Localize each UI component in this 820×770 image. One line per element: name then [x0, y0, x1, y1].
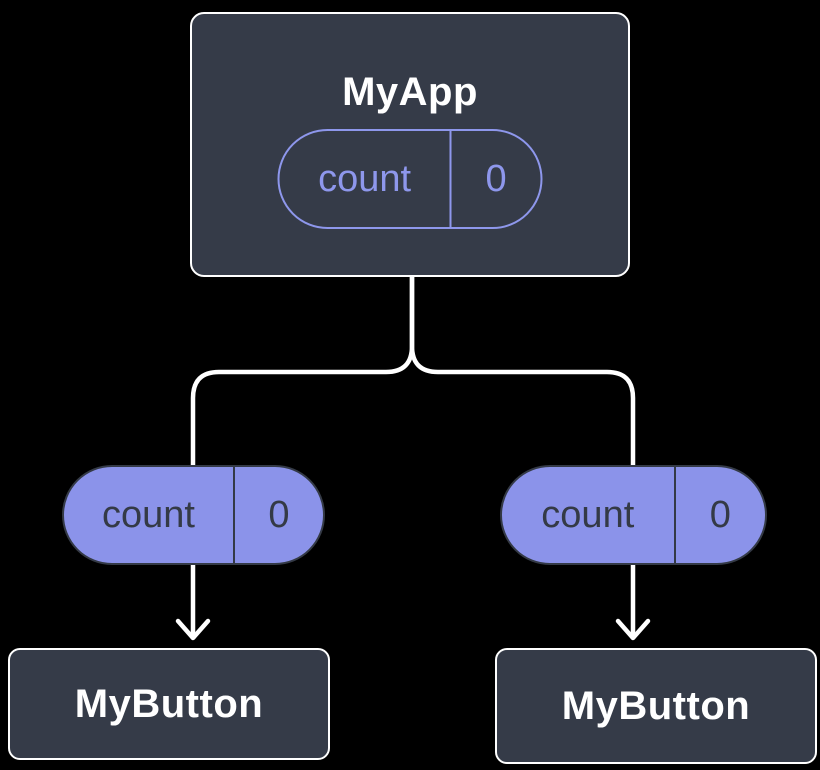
prop-pill-right: count 0 [500, 465, 767, 565]
prop-value-right: 0 [709, 494, 731, 536]
connector-branch-right [409, 274, 636, 640]
prop-pill-right-label-section: count [502, 467, 676, 563]
prop-pill-left: count 0 [62, 465, 325, 565]
state-value: 0 [485, 158, 507, 200]
component-title-mybutton-right: MyButton [561, 683, 751, 728]
state-pill-label-section: count [280, 131, 452, 227]
arrow-down-right-icon [615, 618, 651, 641]
component-title-myapp: MyApp [342, 70, 478, 114]
prop-pill-right-value-section: 0 [676, 467, 765, 563]
prop-value-left: 0 [268, 494, 290, 536]
component-node-myapp: MyApp count 0 [190, 12, 630, 277]
prop-pill-left-value-section: 0 [235, 467, 323, 563]
state-pill-value-section: 0 [452, 131, 541, 227]
arrow-down-left-icon [175, 618, 211, 641]
prop-label-left: count [101, 494, 195, 536]
connector-branch-left [190, 274, 415, 640]
state-label: count [318, 158, 412, 200]
prop-label-right: count [541, 494, 635, 536]
component-node-mybutton-right: MyButton [495, 648, 817, 764]
state-pill: count 0 [277, 129, 543, 229]
component-node-mybutton-left: MyButton [8, 648, 330, 760]
prop-pill-left-label-section: count [64, 467, 235, 563]
component-title-mybutton-left: MyButton [74, 681, 264, 726]
